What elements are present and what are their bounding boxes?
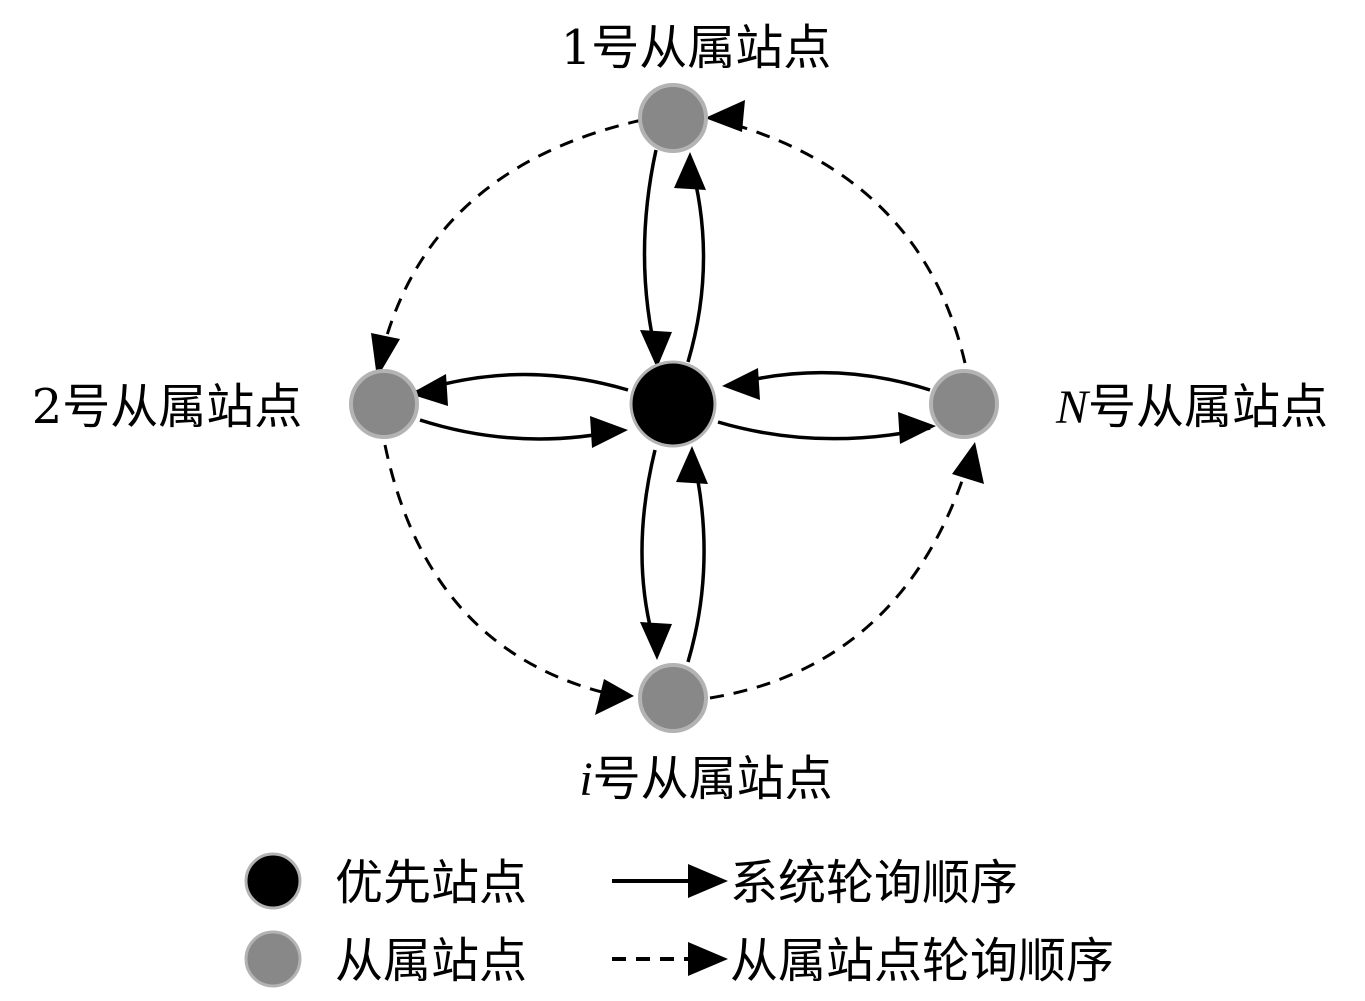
label-slave-1: 1号从属站点 bbox=[561, 20, 832, 76]
arc-center-to-n-right bbox=[717, 420, 931, 441]
priority-node bbox=[629, 360, 717, 448]
system-polling-arrowheads bbox=[410, 152, 936, 660]
arc-2-to-i bbox=[383, 444, 629, 700]
legend-slave-swatch bbox=[244, 930, 302, 988]
arc-n-to-1 bbox=[709, 116, 967, 364]
arc-center-to-i-down bbox=[640, 449, 659, 653]
arrowhead-arc-i-to-n bbox=[952, 442, 984, 484]
arc-center-to-2-left bbox=[415, 372, 629, 394]
label-slave-n: N号从属站点 bbox=[1055, 379, 1328, 435]
arc-i-to-n bbox=[709, 449, 974, 700]
arrowhead-arc-2-to-i bbox=[595, 679, 634, 715]
legend-dashed-arrowhead bbox=[688, 942, 728, 976]
arc-1-to-2 bbox=[376, 118, 643, 371]
arrowhead-down-to-center bbox=[640, 330, 672, 368]
slave-node-i bbox=[638, 663, 708, 733]
slave-node-1 bbox=[638, 83, 708, 153]
legend-priority-label: 优先站点 bbox=[335, 855, 527, 911]
slave-node-n bbox=[929, 369, 999, 439]
arrowhead-right-to-center bbox=[590, 416, 628, 448]
arrowhead-left-to-2 bbox=[410, 374, 448, 406]
legend-solid-arrowhead bbox=[688, 864, 728, 898]
arrowhead-arc-n-to-1 bbox=[705, 100, 745, 132]
legend: 优先站点 从属站点 系统轮询顺序 从属站点轮询顺序 bbox=[244, 852, 1114, 989]
arc-n-to-center-left bbox=[729, 370, 931, 392]
slave-polling-arcs bbox=[376, 116, 974, 700]
arrowhead-up-to-1 bbox=[674, 152, 706, 190]
arrowhead-left-to-center bbox=[722, 368, 760, 400]
arrowhead-up-to-center bbox=[676, 446, 708, 484]
legend-slave-label: 从属站点 bbox=[335, 933, 527, 989]
legend-system-polling-label: 系统轮询顺序 bbox=[730, 855, 1018, 911]
arrowhead-arc-1-to-2 bbox=[371, 333, 400, 378]
label-slave-2: 2号从属站点 bbox=[32, 379, 303, 435]
legend-slave-polling-label: 从属站点轮询顺序 bbox=[730, 933, 1114, 989]
arc-center-to-1-up bbox=[686, 159, 706, 363]
label-slave-i: i号从属站点 bbox=[579, 751, 832, 807]
arrowhead-down-to-i bbox=[640, 622, 672, 660]
legend-priority-swatch bbox=[244, 852, 302, 910]
arrowhead-right-to-n bbox=[898, 412, 936, 444]
slave-polling-arrowheads bbox=[371, 100, 984, 715]
slave-node-2 bbox=[349, 369, 419, 439]
arc-center-from-1-down bbox=[642, 149, 660, 363]
